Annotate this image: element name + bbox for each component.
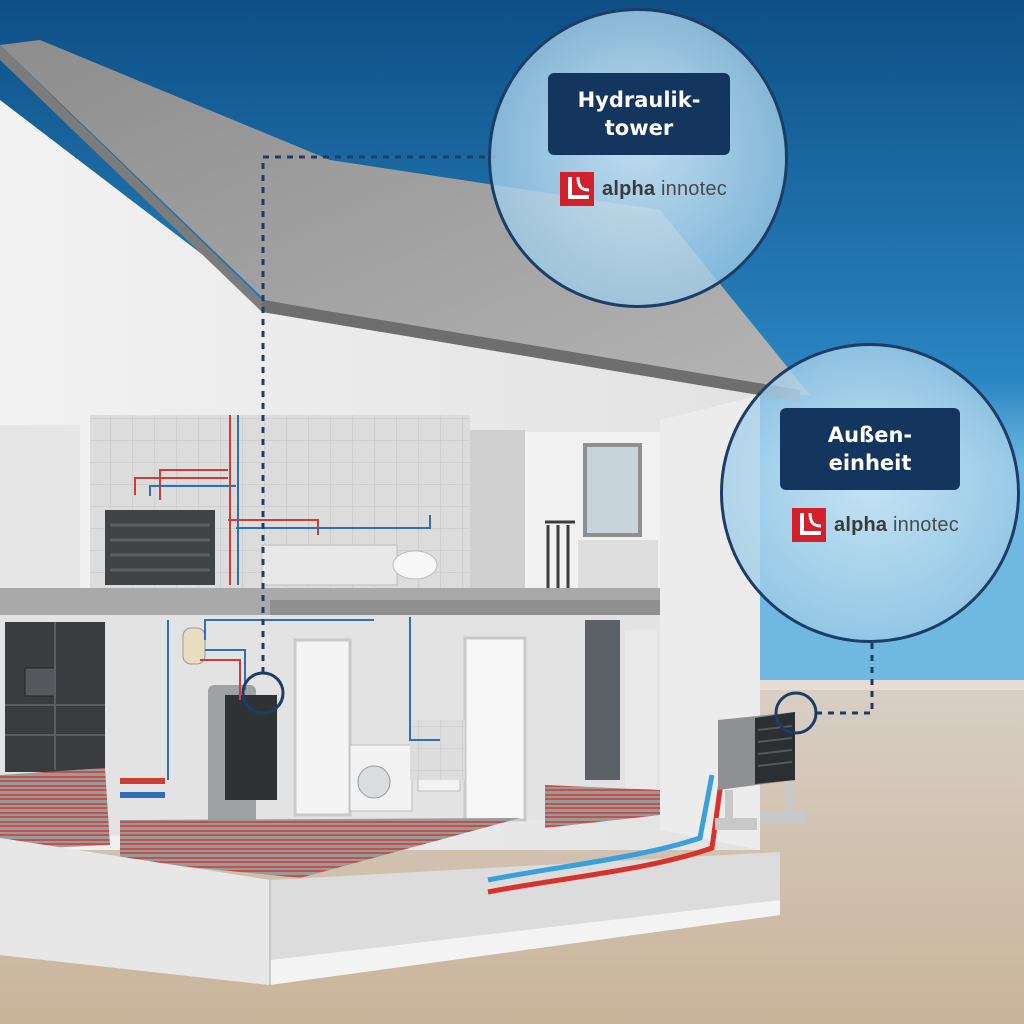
aussen-einheit-label: Außen- einheit: [780, 408, 960, 490]
brand-name-light: innotec: [893, 513, 959, 536]
aussen-einheit-title-line2: einheit: [828, 451, 912, 475]
brand-name-bold: alpha: [834, 513, 888, 536]
brand-name-light: innotec: [661, 177, 727, 200]
hydraulik-tower-title-line1: Hydraulik-: [577, 88, 701, 112]
alpha-innotec-logo-icon: [792, 508, 826, 542]
brand-name-bold: alpha: [602, 177, 656, 200]
alpha-innotec-logo: alpha innotec: [560, 172, 727, 206]
alpha-innotec-logo-icon: [560, 172, 594, 206]
aussen-einheit-callout: [720, 343, 1020, 643]
hydraulik-tower-label: Hydraulik- tower: [548, 73, 730, 155]
alpha-innotec-logo-2: alpha innotec: [792, 508, 959, 542]
hydraulik-tower-callout: [488, 8, 788, 308]
hydraulik-tower-title-line2: tower: [604, 116, 674, 140]
aussen-einheit-title-line1: Außen-: [827, 423, 913, 447]
